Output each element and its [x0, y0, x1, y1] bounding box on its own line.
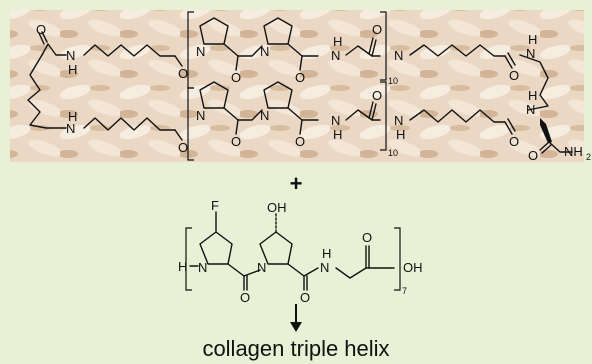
- reaction-arrow: [290, 304, 302, 332]
- acid-hydroxyl: OH: [403, 260, 423, 275]
- bottom-bracket-open: [185, 227, 192, 291]
- top-repeat-count-1: 10: [388, 76, 398, 86]
- top-amide-h-3: H: [333, 34, 342, 49]
- top-amide-n-4: N: [331, 113, 340, 128]
- bottom-ring-n-2: N: [257, 260, 266, 275]
- proline-ring-3: [199, 81, 229, 109]
- top-carbonyl-o-7: O: [295, 134, 305, 149]
- top-carbonyl-o-5: O: [295, 70, 305, 85]
- top-ring-n-1: N: [196, 44, 205, 59]
- top-amide-n-7: N: [526, 46, 535, 61]
- top-amide-h-5: H: [396, 127, 405, 142]
- top-carbonyl-o-4: O: [231, 70, 241, 85]
- acid-carbonyl-o: O: [362, 230, 372, 245]
- top-carbonyl-o-9: O: [372, 88, 382, 103]
- top-panel-background: [10, 10, 584, 162]
- top-carbonyl-o-10: O: [509, 68, 519, 83]
- top-amide-n-6: N: [394, 113, 403, 128]
- bottom-ring-n-1: N: [198, 260, 207, 275]
- top-molecule: N H N H O O O N N N N O O O O H N N H O …: [27, 11, 591, 163]
- fluoro-substituent: F: [211, 198, 219, 213]
- top-amide-n-3: N: [331, 48, 340, 63]
- top-amide-n-2: N: [66, 121, 75, 136]
- top-repeat-count-2: 10: [388, 148, 398, 158]
- top-carbonyl-o-6: O: [231, 134, 241, 149]
- bottom-bracket-close: [394, 227, 401, 291]
- top-carbonyl-o-11: O: [509, 134, 519, 149]
- top-amide-n-1: N: [66, 48, 75, 63]
- top-carbonyl-o-2: O: [178, 66, 188, 81]
- top-carbonyl-o-8: O: [372, 22, 382, 37]
- proline-ring-4: [263, 81, 293, 109]
- plus-sign: +: [290, 171, 303, 196]
- top-ring-n-4: N: [260, 108, 269, 123]
- top-amide-n-8: N: [526, 102, 535, 117]
- top-amide-h-4: H: [333, 127, 342, 142]
- proline-ring-1: [199, 17, 229, 45]
- proline-ring-2: [263, 17, 293, 45]
- repeat-count-7: 7: [402, 286, 407, 296]
- top-amide-h-7: H: [528, 88, 537, 103]
- terminal-amine: NH: [564, 144, 583, 159]
- terminal-amine-subscript: 2: [586, 152, 591, 162]
- top-amide-h-1: H: [68, 62, 77, 77]
- bottom-molecule: F OH H N N O O H N O 7 OH: [178, 198, 423, 305]
- bottom-amide-h: H: [322, 246, 331, 261]
- bottom-carbonyl-o-1: O: [240, 290, 250, 305]
- bottom-carbonyl-o-2: O: [300, 290, 310, 305]
- hydroxyproline-ring: [259, 231, 293, 265]
- bottom-amide-n: N: [320, 260, 329, 275]
- bracket-bottom-open: [187, 87, 194, 161]
- top-carbonyl-o-3: O: [178, 140, 188, 155]
- top-ring-n-2: N: [260, 44, 269, 59]
- top-amide-n-5: N: [394, 48, 403, 63]
- hydroxy-substituent: OH: [267, 200, 287, 215]
- top-ring-n-3: N: [196, 108, 205, 123]
- top-amide-h-6: H: [528, 32, 537, 47]
- caption: collagen triple helix: [202, 336, 389, 361]
- fluoroproline-ring: [199, 231, 233, 265]
- bracket-bottom-close: [380, 81, 387, 151]
- n-terminal-h: H: [178, 259, 187, 274]
- top-amide-h-2: H: [68, 109, 77, 124]
- top-carbonyl-o-1: O: [36, 22, 46, 37]
- top-carbonyl-o-12: O: [528, 148, 538, 163]
- bracket-top-close: [380, 11, 387, 81]
